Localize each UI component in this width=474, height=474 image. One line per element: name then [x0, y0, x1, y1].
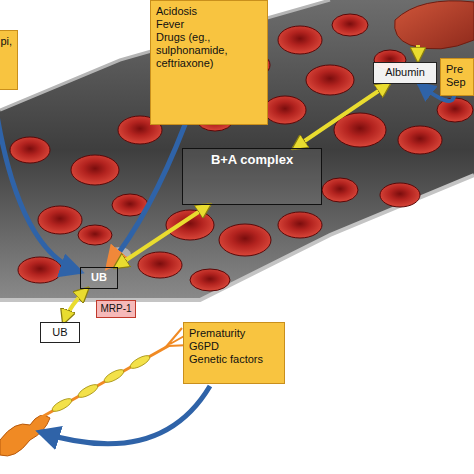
node-text: Prematurity [189, 327, 279, 340]
flow-arrow [294, 84, 389, 148]
node-text: UB [43, 326, 77, 339]
flow-arrow [0, 90, 80, 272]
node-text: Genetic factors [189, 353, 279, 366]
node-text: Drugs (eg., sulphonamide, ceftriaxone) [156, 31, 262, 70]
complex-box: B+A complex [182, 148, 322, 205]
node-text: Pre Sep [446, 63, 468, 89]
factor-box: Pre Sep [440, 58, 474, 96]
factor-box: AcidosisFeverDrugs (eg., sulphonamide, c… [150, 0, 268, 125]
flow-arrow [64, 289, 87, 322]
neuron [0, 328, 195, 456]
liver [395, 1, 474, 49]
node-text: G6PD [189, 340, 279, 353]
node-text: Albumin [376, 66, 434, 79]
node-text: B+A complex [185, 152, 319, 168]
bilirubin-box: UB [40, 322, 80, 343]
node-text: pi, [0, 35, 12, 48]
bilirubin-box: UB [80, 267, 118, 289]
node-text: UB [83, 271, 115, 284]
flow-arrow [116, 205, 209, 267]
albumin-box: Albumin [373, 62, 437, 84]
node-text: MRP-1 [98, 303, 134, 315]
factor-box: pi, [0, 30, 18, 90]
node-text: Acidosis [156, 5, 262, 18]
factor-box: PrematurityG6PDGenetic factors [183, 322, 285, 384]
node-text: Fever [156, 18, 262, 31]
transporter-box: MRP-1 [96, 300, 136, 318]
